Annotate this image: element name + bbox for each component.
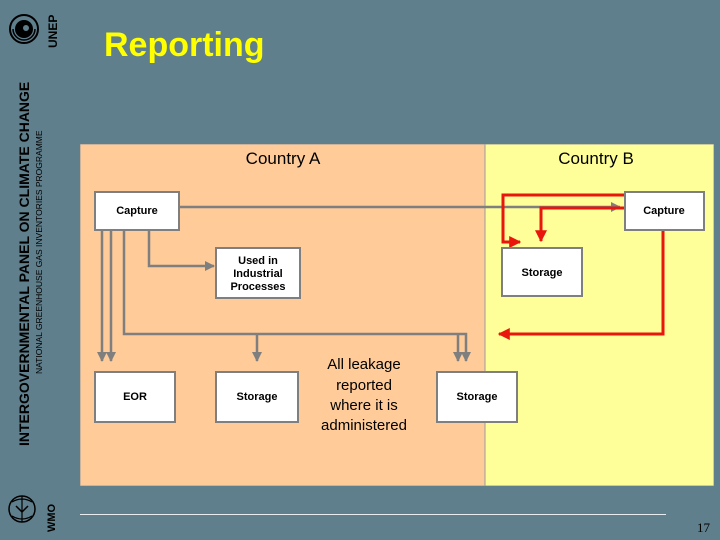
box-used-industrial-processes: Used in Industrial Processes — [215, 247, 301, 299]
used-line-1: Used in — [238, 255, 278, 267]
sidebar-strip: UNEP INTERGOVERNMENTAL PANEL ON CLIMATE … — [0, 0, 72, 540]
unep-logo-icon — [9, 14, 39, 44]
capture-b-label: Capture — [643, 205, 685, 217]
nggip-label: NATIONAL GREENHOUSE GAS INVENTORIES PROG… — [34, 130, 44, 374]
eor-label: EOR — [123, 391, 147, 403]
red-arrow-to-storage-top-left — [501, 193, 628, 248]
storage-a-label: Storage — [237, 391, 278, 403]
arrow-into-used-processes — [147, 224, 215, 271]
used-line-3: Processes — [230, 281, 285, 293]
storage-b-top-label: Storage — [522, 267, 563, 279]
country-a-label: Country A — [246, 149, 321, 168]
red-arrow-to-storage-top-mid — [535, 206, 632, 243]
red-flows — [497, 193, 665, 340]
box-storage-b-top: Storage — [501, 247, 583, 297]
red-arrow-capture-b-to-storage-bottom — [497, 224, 665, 340]
note-line-3: where it is — [329, 397, 398, 414]
country-b-label: Country B — [558, 149, 634, 168]
capture-a-label: Capture — [116, 205, 158, 217]
wmo-logo-icon — [8, 495, 36, 523]
ipcc-label: INTERGOVERNMENTAL PANEL ON CLIMATE CHANG… — [16, 81, 32, 446]
leakage-note: All leakage reported where it is adminis… — [321, 356, 407, 434]
box-capture-b: Capture — [624, 191, 705, 231]
slide-title: Reporting — [104, 26, 265, 64]
note-line-1: All leakage — [327, 356, 400, 373]
note-line-2: reported — [336, 377, 392, 394]
box-capture-a: Capture — [94, 191, 180, 231]
box-eor: EOR — [94, 371, 176, 423]
wmo-label: WMO — [46, 503, 58, 532]
box-storage-a: Storage — [215, 371, 299, 423]
arrow-used-to-eor — [122, 224, 471, 362]
used-line-2: Industrial — [233, 268, 283, 280]
note-line-4: administered — [321, 417, 407, 434]
reporting-diagram: Country A Country B Capture Capture Used… — [80, 144, 714, 486]
page-number: 17 — [697, 520, 710, 535]
storage-b-bottom-label: Storage — [457, 391, 498, 403]
unep-label: UNEP — [46, 14, 60, 48]
box-storage-b-bottom: Storage — [436, 371, 518, 423]
footer-divider — [80, 514, 666, 515]
